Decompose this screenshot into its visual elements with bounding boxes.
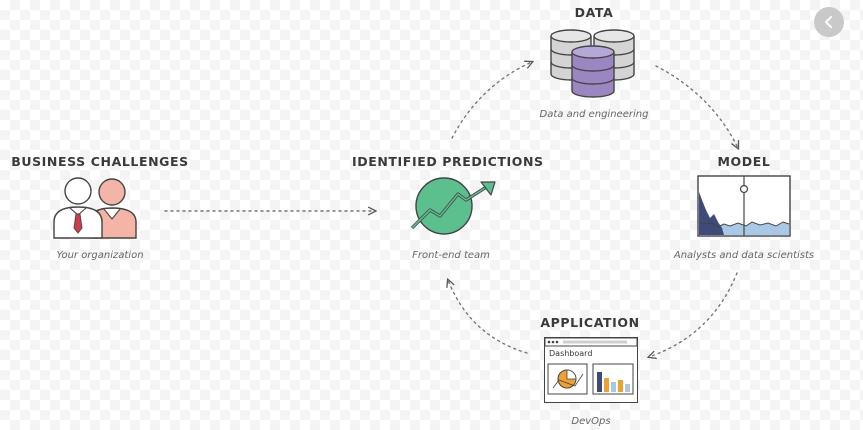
chevron-left-icon <box>824 16 832 28</box>
dashboard-label: Dashboard <box>549 349 593 358</box>
data-title: DATA <box>574 5 614 20</box>
business-caption: Your organization <box>56 250 144 261</box>
model-title: MODEL <box>717 154 771 169</box>
window-titlebar-icon <box>545 338 637 347</box>
application-title: APPLICATION <box>540 315 640 330</box>
business-title: BUSINESS CHALLENGES <box>11 154 189 169</box>
dashboard-window-icon: Dashboard <box>544 337 638 403</box>
arrow-data-to-model <box>655 65 738 148</box>
model-caption: Analysts and data scientists <box>673 250 815 261</box>
predictions-caption: Front-end team <box>412 250 490 261</box>
application-caption: DevOps <box>571 416 611 427</box>
arrow-predictions-to-data <box>451 62 532 139</box>
predictions-title: IDENTIFIED PREDICTIONS <box>352 154 544 169</box>
arrow-application-to-predictions <box>448 280 528 354</box>
arrow-model-to-application <box>649 272 738 357</box>
dashboard-charts-icon <box>547 363 634 395</box>
data-caption: Data and engineering <box>539 109 649 120</box>
back-button[interactable] <box>814 7 844 37</box>
